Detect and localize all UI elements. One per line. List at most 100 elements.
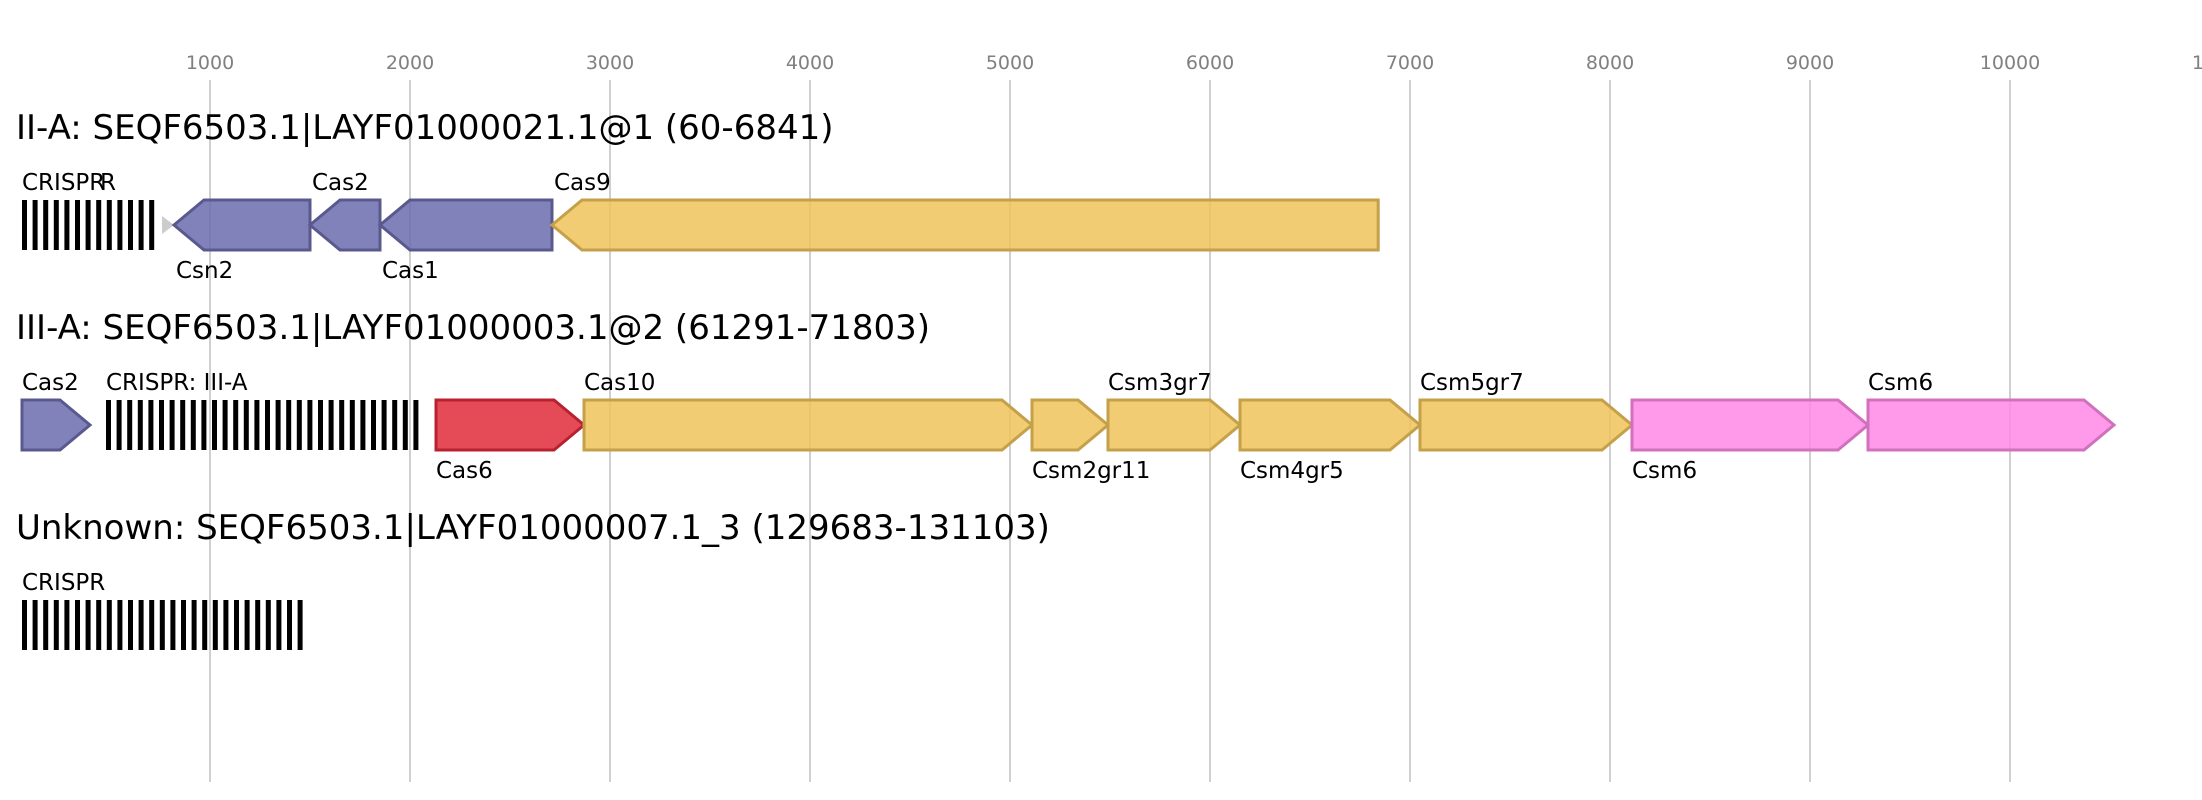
crispr-repeat [413, 400, 419, 450]
crispr-repeat [297, 600, 303, 650]
crispr-repeat [181, 600, 186, 650]
crispr-repeat [212, 600, 218, 650]
crispr-repeat [243, 400, 249, 450]
gene-arrow-cas6 [434, 398, 587, 452]
tick-label: 8000 [1586, 52, 1634, 74]
crispr-repeat [223, 600, 229, 650]
crispr-repeat [275, 400, 281, 450]
gene-label: Csm6 [1868, 370, 1933, 396]
crispr-repeat [339, 400, 345, 450]
crispr-repeat [328, 400, 334, 450]
crispr-repeat [170, 600, 176, 650]
gene-arrow-csn2 [171, 198, 312, 252]
crispr-repeat [117, 200, 123, 250]
track-title: Unknown: SEQF6503.1|LAYF01000007.1_3 (12… [16, 508, 1050, 548]
gene-arrow-cas2 [20, 398, 93, 452]
tracks: II-A: SEQF6503.1|LAYF01000021.1@1 (60-68… [16, 108, 2117, 650]
tick-label: 5000 [986, 52, 1034, 74]
crispr-repeat [22, 600, 27, 650]
crispr-repeat [381, 400, 387, 450]
gene-label: CRISPR: III-A [106, 370, 248, 396]
crispr-repeat [234, 600, 239, 650]
crispr-repeat [159, 600, 165, 650]
crispr-repeat [85, 600, 91, 650]
gene-label: Cas9 [554, 170, 611, 196]
crispr-repeat [117, 600, 123, 650]
crispr-repeat [371, 400, 376, 450]
crispr-repeat [116, 400, 122, 450]
crispr-repeat [96, 600, 102, 650]
crispr-repeat [53, 600, 59, 650]
gene-label: Cas1 [382, 258, 439, 284]
tick-label: 7000 [1386, 52, 1434, 74]
crispr-repeat [32, 200, 38, 250]
gene-label: Csm3gr7 [1108, 370, 1212, 396]
gene-arrow-csm6 [1866, 398, 2117, 452]
crispr-repeat [287, 600, 292, 650]
gene-label: CRISPR [22, 170, 105, 196]
gene-label: Csm4gr5 [1240, 458, 1344, 484]
tick-label: 110 [2192, 52, 2202, 74]
crispr-repeat [233, 400, 239, 450]
gene-arrow-csm5gr7 [1418, 398, 1635, 452]
gene-arrow-cas9 [549, 198, 1380, 252]
crispr-repeat [128, 600, 133, 650]
gene-label: Csm2gr11 [1032, 458, 1150, 484]
crispr-repeat [244, 600, 250, 650]
crispr-repeat [85, 200, 91, 250]
tick-label: 6000 [1186, 52, 1234, 74]
crispr-repeat [296, 400, 302, 450]
crispr-repeat [286, 400, 292, 450]
gene-label: Cas10 [584, 370, 655, 396]
crispr-repeat [148, 400, 154, 450]
crispr-repeat [22, 200, 27, 250]
crispr-repeat [106, 400, 111, 450]
gene-label: Csm5gr7 [1420, 370, 1524, 396]
gene-arrow-cas10 [582, 398, 1035, 452]
gene-label: Cas2 [22, 370, 79, 396]
crispr-repeat [127, 400, 133, 450]
crispr-repeat [276, 600, 282, 650]
crispr-repeat [159, 400, 164, 450]
track-3: Unknown: SEQF6503.1|LAYF01000007.1_3 (12… [16, 508, 1050, 650]
crispr-repeat [190, 400, 196, 450]
crispr-repeat [307, 400, 313, 450]
gene-arrow-cas2 [307, 198, 382, 252]
crispr-repeat [255, 600, 261, 650]
crispr-repeat [138, 200, 144, 250]
crispr-repeat [265, 600, 271, 650]
crispr-repeat [201, 400, 207, 450]
crispr-array [22, 600, 303, 650]
small-arrow-marker [162, 216, 174, 234]
tick-label: 2000 [386, 52, 434, 74]
crispr-repeat [149, 600, 155, 650]
crispr-repeat [392, 400, 398, 450]
crispr-repeat [180, 400, 186, 450]
crispr-repeat [64, 200, 70, 250]
crispr-repeat [32, 600, 38, 650]
crispr-repeat [43, 600, 49, 650]
crispr-repeat [96, 200, 102, 250]
crispr-repeat [360, 400, 366, 450]
crispr-repeat [254, 400, 260, 450]
tick-label: 10000 [1980, 52, 2040, 74]
track-1: II-A: SEQF6503.1|LAYF01000021.1@1 (60-68… [16, 108, 1380, 284]
gene-arrow-csm2gr11 [1030, 398, 1111, 452]
track-2: III-A: SEQF6503.1|LAYF01000003.1@2 (6129… [16, 308, 2117, 484]
crispr-repeat [128, 200, 133, 250]
tick-label: 4000 [786, 52, 834, 74]
gene-arrow-csm4gr5 [1238, 398, 1423, 452]
crispr-repeat [222, 400, 228, 450]
gene-label: Csn2 [176, 258, 233, 284]
crispr-repeat [43, 200, 49, 250]
crispr-repeat [202, 600, 208, 650]
crispr-array [22, 200, 155, 250]
gene-label: R [100, 170, 116, 196]
gene-arrow-csm6 [1630, 398, 1871, 452]
gene-arrow-csm3gr7 [1106, 398, 1243, 452]
crispr-repeat [212, 400, 217, 450]
tick-label: 3000 [586, 52, 634, 74]
track-title: III-A: SEQF6503.1|LAYF01000003.1@2 (6129… [16, 308, 930, 348]
crispr-repeat [106, 600, 112, 650]
crispr-repeat [349, 400, 355, 450]
